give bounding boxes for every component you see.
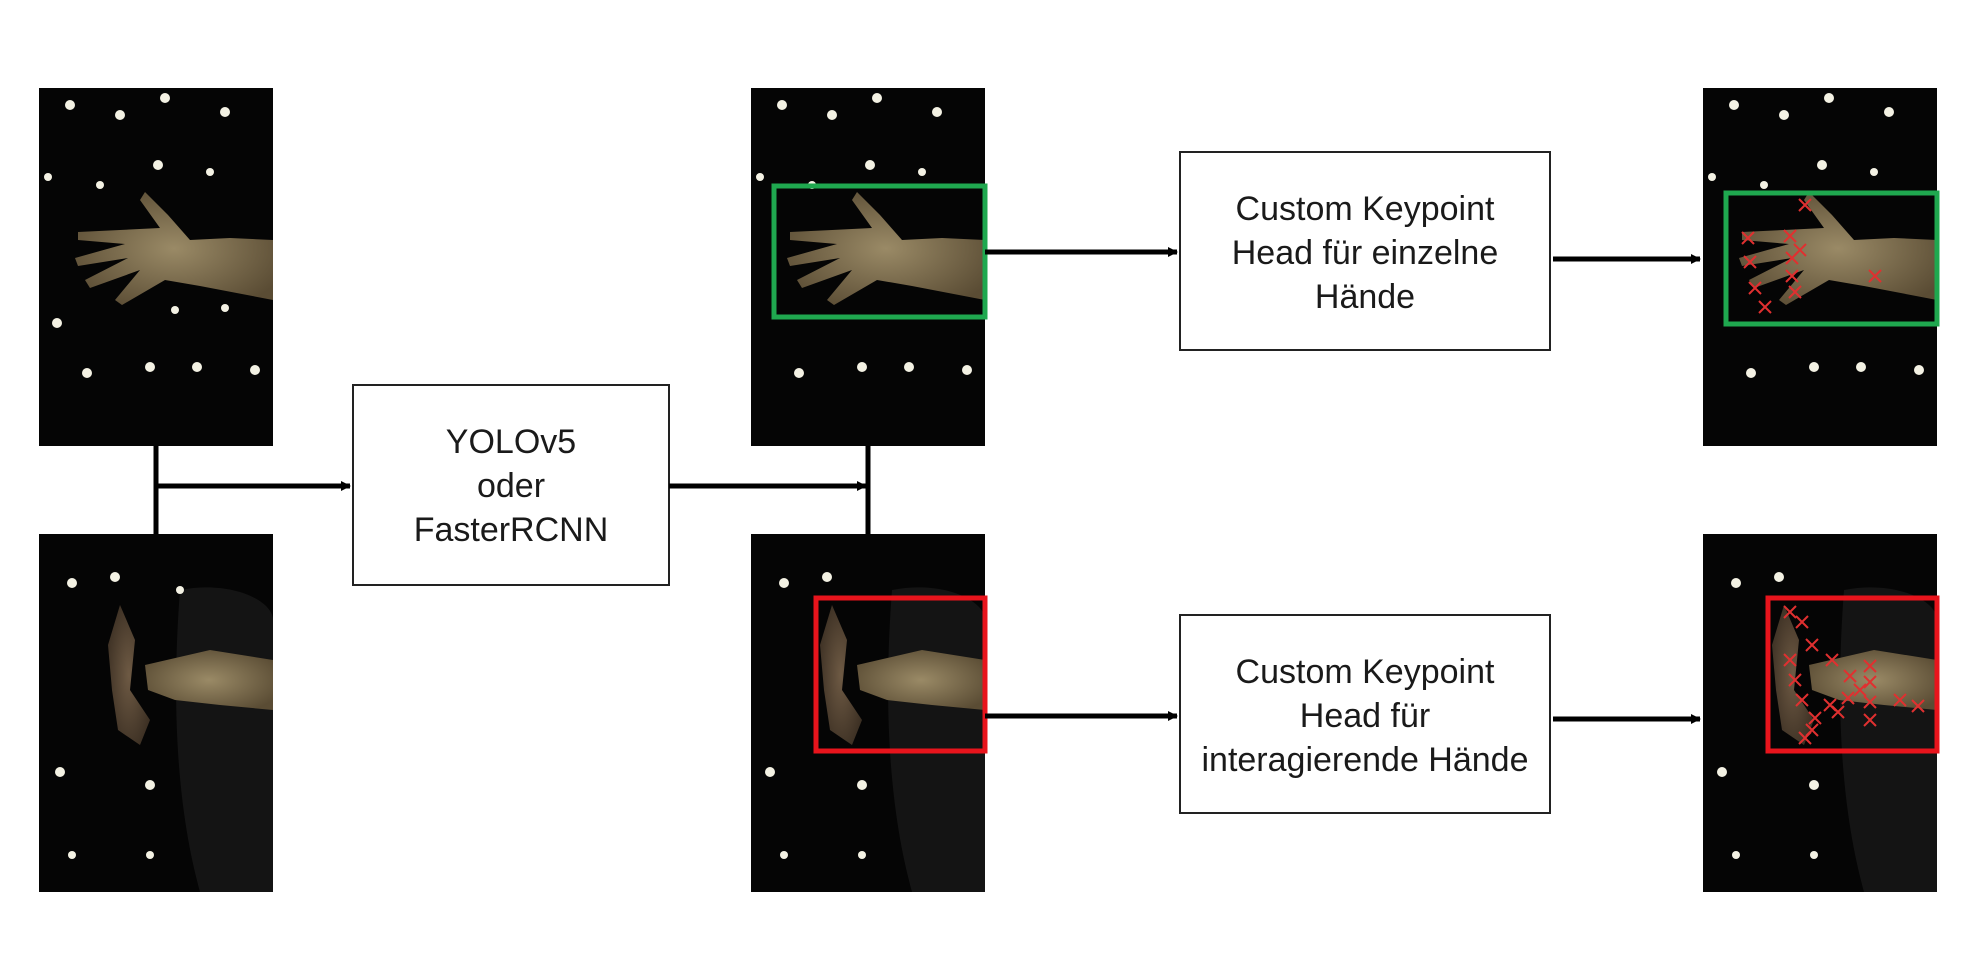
interacting-hands-bounding-box	[813, 595, 988, 754]
keypoint-marker	[1841, 691, 1855, 705]
keypoint-marker	[1743, 255, 1757, 269]
interacting-head-label-line-2: Head für	[1300, 697, 1430, 735]
keypoint-marker	[1793, 243, 1807, 257]
keypoint-marker	[1893, 693, 1907, 707]
keypoint-marker	[1785, 269, 1799, 283]
keypoint-marker	[1783, 605, 1797, 619]
keypoint-marker	[1843, 669, 1857, 683]
interacting-head-label-line-3: interagierende Hände	[1201, 741, 1528, 779]
keypoint-marker	[1795, 693, 1809, 707]
interacting-head-label-line-1: Custom Keypoint	[1236, 653, 1495, 691]
keypoint-marker	[1868, 269, 1882, 283]
keypoint-marker	[1805, 638, 1819, 652]
detector-box: YOLOv5 oder FasterRCNN	[352, 384, 670, 586]
keypoint-marker	[1808, 711, 1822, 725]
input-image-interacting-hands	[39, 534, 273, 892]
detector-label-line-2: oder	[477, 467, 545, 505]
keypoint-marker	[1863, 713, 1877, 727]
keypoint-marker	[1798, 198, 1812, 212]
keypoint-marker	[1783, 653, 1797, 667]
keypoint-marker	[1825, 653, 1839, 667]
keypoint-marker	[1795, 615, 1809, 629]
input-image-single-hand	[39, 88, 273, 446]
keypoint-marker	[1853, 683, 1867, 697]
keypoint-marker	[1783, 229, 1797, 243]
keypoint-marker	[1911, 699, 1925, 713]
detector-label-line-1: YOLOv5	[446, 423, 576, 461]
keypoint-marker	[1788, 285, 1802, 299]
interacting-hands-keypoint-head-box: Custom Keypoint Head für interagierende …	[1179, 614, 1551, 814]
output-image-single-hand	[1703, 88, 1940, 446]
output-image-interacting-hands	[1703, 534, 1940, 892]
keypoint-marker	[1748, 281, 1762, 295]
keypoint-marker	[1758, 300, 1772, 314]
single-head-label-line-3: Hände	[1315, 278, 1415, 316]
keypoint-marker	[1741, 231, 1755, 245]
detected-image-single-hand	[751, 88, 988, 446]
keypoint-marker	[1831, 705, 1845, 719]
single-hand-output-bounding-box	[1723, 190, 1940, 327]
keypoint-marker	[1863, 675, 1877, 689]
single-hand-keypoint-head-box: Custom Keypoint Head für einzelne Hände	[1179, 151, 1551, 351]
keypoint-marker	[1788, 673, 1802, 687]
interacting-hands-output-bounding-box	[1765, 595, 1940, 754]
keypoint-marker	[1863, 659, 1877, 673]
interacting-hands-keypoints	[1783, 605, 1925, 745]
single-head-label-line-2: Head für einzelne	[1232, 234, 1499, 272]
keypoint-marker	[1863, 695, 1877, 709]
single-hand-keypoints	[1741, 198, 1882, 314]
single-head-label-line-1: Custom Keypoint	[1236, 190, 1495, 228]
detected-image-interacting-hands	[751, 534, 988, 892]
keypoint-marker	[1798, 731, 1812, 745]
detector-label-line-3: FasterRCNN	[414, 511, 609, 549]
connectors	[153, 247, 1701, 724]
